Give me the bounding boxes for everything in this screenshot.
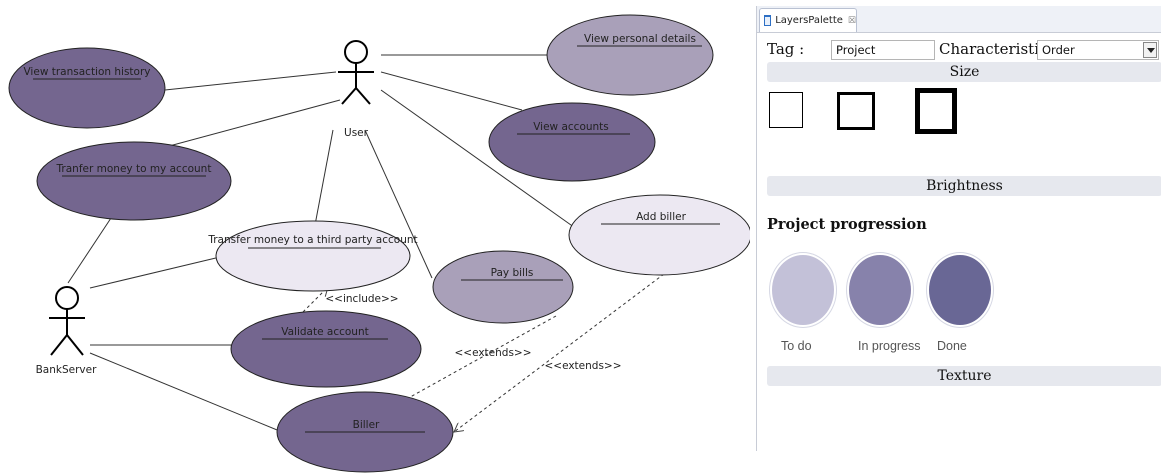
characteristics-value: Order xyxy=(1042,43,1075,57)
extends-label-1: <<extends>> xyxy=(454,347,531,359)
use-case-transfer-third-party[interactable]: Transfer money to a third party account xyxy=(207,220,418,292)
use-case-label: Pay bills xyxy=(491,267,534,279)
window-icon xyxy=(764,15,772,26)
use-case-label: Transfer money to a third party account xyxy=(207,234,417,246)
use-case-biller[interactable]: Biller xyxy=(276,391,454,473)
tag-input[interactable]: Project progression xyxy=(831,40,935,75)
use-case-view-personal-details[interactable]: View personal details xyxy=(546,14,714,96)
use-case-label: View personal details xyxy=(584,33,696,45)
section-header-size[interactable]: Size xyxy=(767,62,1161,82)
size-option-medium[interactable] xyxy=(837,92,875,130)
state-swatch-done[interactable] xyxy=(927,253,993,327)
user-actor-label: User xyxy=(344,127,369,139)
use-case-label: View accounts xyxy=(533,121,609,133)
section-header-brightness[interactable]: Brightness xyxy=(767,176,1161,196)
characteristics-label: Characteristics : xyxy=(939,40,1065,58)
legend-heading: Project progression xyxy=(767,216,927,233)
bankserver-actor-label: BankServer xyxy=(36,364,97,376)
dependency-lines xyxy=(302,273,665,432)
tab-label: LayersPalette xyxy=(775,15,843,26)
use-case-label: Validate account xyxy=(281,326,368,338)
use-case-validate-account[interactable]: Validate account xyxy=(230,310,422,388)
use-case-diagram: User BankServer View transaction history… xyxy=(8,14,750,473)
state-label-to-do: To do xyxy=(781,339,812,353)
chevron-down-icon[interactable] xyxy=(1143,42,1157,58)
include-label: <<include>> xyxy=(325,293,398,305)
state-swatch-to-do[interactable] xyxy=(770,253,836,327)
section-header-texture[interactable]: Texture xyxy=(767,366,1161,386)
use-case-label: Tranfer money to my account xyxy=(56,163,212,175)
use-case-transfer-to-my-account[interactable]: Tranfer money to my account xyxy=(36,141,232,221)
tab-bar: LayersPalette ☒ xyxy=(757,6,1161,33)
use-case-label: Add biller xyxy=(636,211,687,223)
state-label-done: Done xyxy=(937,339,967,353)
tag-label: Tag : xyxy=(767,40,805,58)
layers-palette-panel: LayersPalette ☒ Tag : Project progressio… xyxy=(756,6,1161,451)
extends-label-2: <<extends>> xyxy=(544,360,621,372)
use-case-label: View transaction history xyxy=(23,66,150,78)
use-case-pay-bills[interactable]: Pay bills xyxy=(432,250,574,324)
user-actor[interactable] xyxy=(338,40,374,105)
characteristics-select[interactable]: Order xyxy=(1037,40,1159,60)
use-case-add-biller[interactable]: Add biller xyxy=(568,194,750,276)
size-option-small[interactable] xyxy=(769,92,803,128)
use-case-view-transaction-history[interactable]: View transaction history xyxy=(8,47,166,129)
state-label-in-progress: In progress xyxy=(858,339,921,353)
size-option-large[interactable] xyxy=(915,88,957,134)
use-case-view-accounts[interactable]: View accounts xyxy=(488,102,656,182)
association-lines xyxy=(67,54,579,433)
bankserver-actor[interactable] xyxy=(49,286,85,356)
tab-layers-palette[interactable]: LayersPalette ☒ xyxy=(759,8,857,32)
state-swatch-in-progress[interactable] xyxy=(847,253,913,327)
close-icon[interactable]: ☒ xyxy=(847,15,856,26)
use-case-label: Biller xyxy=(353,419,380,431)
